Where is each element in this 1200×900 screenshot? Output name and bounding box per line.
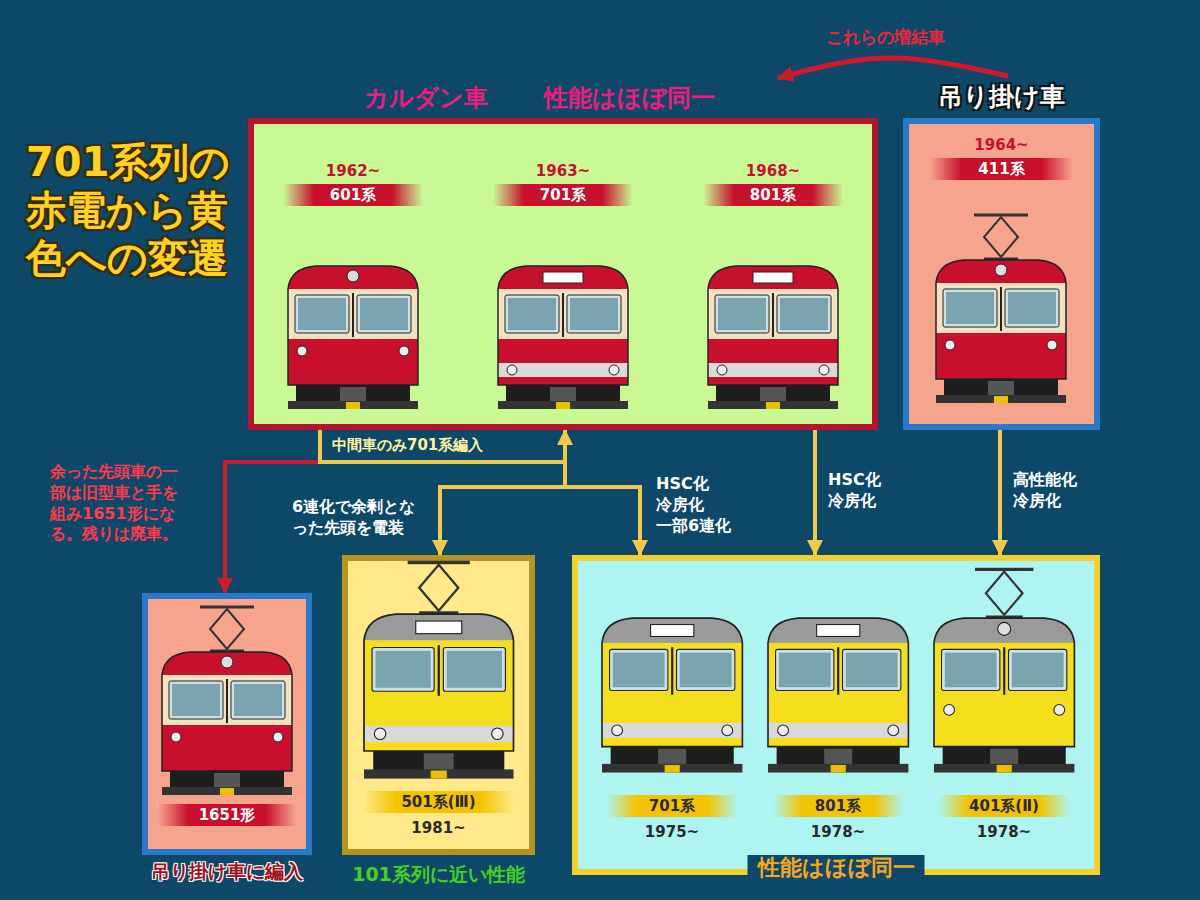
diagram-title: 701系列の赤電から黄色への変遷 [26,138,241,282]
series-name: 601系 [283,184,423,206]
group-heading: 吊り掛け車 [903,82,1100,112]
series-name: 411系 [930,158,1073,180]
carden-group-box: カルダン車性能はほぼ同一1962~601系1963~701系1968~801系 [248,118,878,430]
train-card: 1963~ 701系 [478,160,648,430]
series-name: 801系 [703,184,843,206]
edge-label: 6連化で余剰となった先頭を電装 [292,497,424,539]
train-card: 701系 1975~ [592,555,752,855]
train-card: 1962~ 601系 [268,160,438,430]
connector-arrow [320,430,565,462]
series-name: 701系 [493,184,633,206]
connector-arrow [813,430,817,555]
edge-label: 高性能化 冷房化 [1013,470,1097,512]
group-heading: 性能はほぼ同一 [748,855,925,881]
year-label: 1964~ [915,136,1088,154]
edge-label: これらの増結車 [800,26,970,48]
edge-label: HSC化 冷房化 一部6連化 [656,474,748,536]
series-name: 801系 [773,795,903,817]
hanging-group-box: 吊り掛け車1964~411系 [903,118,1100,430]
train-card: 801系 1978~ [758,555,918,855]
edge-label: 中間車のみ701系編入 [332,436,554,456]
group-heading: カルダン車 [364,84,534,113]
train-box: 501系(Ⅲ)1981~101系列に近い性能 [342,555,535,855]
yellow-group-box: 性能はほぼ同一701系1975~801系1978~401系(Ⅱ)1978~ [572,555,1100,875]
year-label: 1963~ [478,162,648,180]
train-box: 1651形吊り掛け車に編入 [142,593,312,855]
year-label: 1975~ [592,823,752,841]
train-card: 1968~ 801系 [688,160,858,430]
train-card: 1964~ 411系 [915,124,1088,430]
connector-arrow [998,430,1002,555]
series-name: 501系(Ⅲ) [363,791,514,813]
year-label: 1981~ [348,819,529,837]
group-heading: 性能はほぼ同一 [544,84,764,113]
year-label: 1962~ [268,162,438,180]
edge-label: HSC化 冷房化 [828,470,908,512]
year-label: 1968~ [688,162,858,180]
edge-label: 余った先頭車の一部は旧型車と手を組み1651形になる。残りは廃車。 [50,462,180,545]
series-name: 401系(Ⅱ) [939,795,1069,817]
train-card: 401系(Ⅱ) 1978~ [924,555,1084,855]
group-heading: 101系列に近い性能 [318,863,559,886]
year-label: 1978~ [924,823,1084,841]
series-name: 1651形 [158,804,296,826]
group-heading: 吊り掛け車に編入 [122,860,332,883]
connector-arrow [565,430,640,555]
connector-arrow [778,58,1008,78]
year-label: 1978~ [758,823,918,841]
series-name: 701系 [607,795,737,817]
